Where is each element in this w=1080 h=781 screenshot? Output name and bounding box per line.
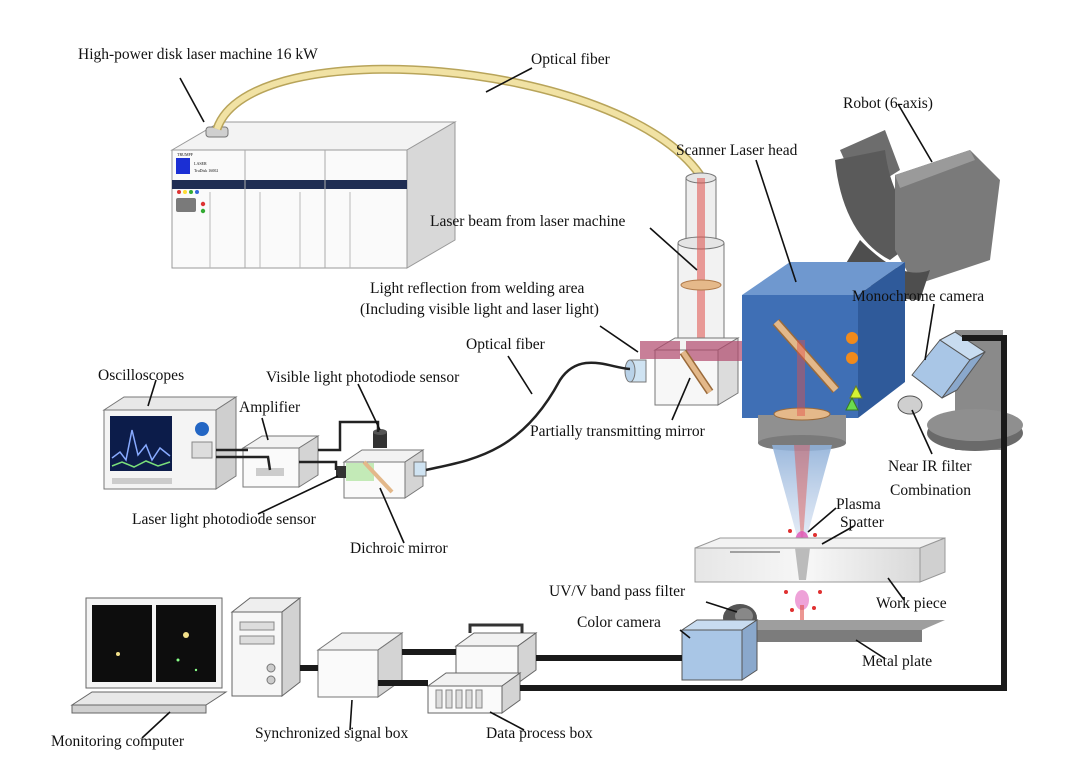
monochrome-camera <box>897 331 986 415</box>
label-light-reflection-2: (Including visible light and laser light… <box>360 301 599 318</box>
label-uv-filter: UV/V band pass filter <box>549 583 686 600</box>
label-robot: Robot (6-axis) <box>843 95 933 112</box>
label-near-ir-filter: Near IR filter <box>888 458 972 475</box>
label-oscilloscopes: Oscilloscopes <box>98 367 184 384</box>
monitoring-computer <box>70 596 302 714</box>
label-monochrome-camera: Monochrome camera <box>852 288 984 305</box>
metal-plate <box>732 620 945 642</box>
label-scanner-head: Scanner Laser head <box>676 142 798 159</box>
label-visible-sensor: Visible light photodiode sensor <box>266 369 460 386</box>
label-spatter: Spatter <box>840 514 885 531</box>
label-amplifier: Amplifier <box>239 399 301 416</box>
photodiode-block <box>336 429 427 499</box>
laser-model-text-1: LASER <box>194 161 207 166</box>
labels: High-power disk laser machine 16 kW Opti… <box>51 46 984 750</box>
scanner-laser-head <box>742 262 905 451</box>
oscilloscope <box>102 396 238 490</box>
label-laser-sensor: Laser light photodiode sensor <box>132 511 317 528</box>
label-partial-mirror: Partially transmitting mirror <box>530 423 706 440</box>
laser-beam-tube <box>677 172 725 339</box>
label-sync-box: Synchronized signal box <box>255 725 409 742</box>
label-optical-fiber-top: Optical fiber <box>531 51 611 68</box>
label-data-box: Data process box <box>486 725 593 742</box>
data-process-box <box>426 623 538 714</box>
label-light-reflection-1: Light reflection from welding area <box>370 280 584 297</box>
label-combination: Combination <box>890 482 971 499</box>
color-camera <box>680 604 759 681</box>
synchronized-signal-box <box>316 632 404 698</box>
laser-cone <box>772 445 832 540</box>
laser-brand-text: TRUMPF <box>177 152 194 157</box>
partial-mirror-block <box>624 337 742 406</box>
laser-machine: TRUMPF LASER TruDisk 16002 <box>170 121 457 269</box>
label-color-camera: Color camera <box>577 614 661 631</box>
label-laser-beam: Laser beam from laser machine <box>430 213 625 230</box>
label-plasma: Plasma <box>836 496 881 513</box>
label-metal-plate: Metal plate <box>862 653 932 670</box>
label-monitoring-computer: Monitoring computer <box>51 733 185 750</box>
label-work-piece: Work piece <box>876 595 947 612</box>
laser-model-text-2: TruDisk 16002 <box>194 168 218 173</box>
data-cables <box>300 335 1007 691</box>
amplifier <box>241 435 320 488</box>
leader-lines <box>141 67 935 739</box>
label-laser-machine: High-power disk laser machine 16 kW <box>78 46 318 63</box>
label-dichroic-mirror: Dichroic mirror <box>350 540 449 557</box>
label-optical-fiber-mid: Optical fiber <box>466 336 546 353</box>
work-piece <box>694 537 946 583</box>
